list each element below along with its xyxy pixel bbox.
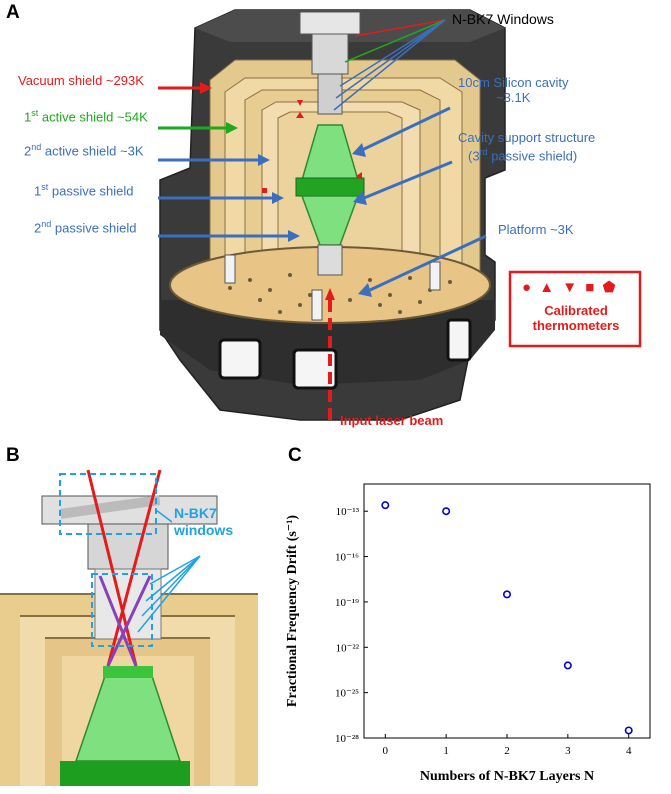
b-leader-3	[145, 555, 201, 602]
x-tick-label: 4	[626, 745, 632, 757]
y-tick-label: 10⁻¹⁹	[335, 597, 359, 609]
leader-window-1	[354, 19, 446, 37]
data-points	[381, 501, 633, 735]
y-tick-label: 10⁻¹³	[336, 506, 360, 518]
label-input-laser-beam: Input laser beam	[340, 413, 444, 428]
base-window-left	[218, 338, 262, 380]
cryostat-cutaway-diagram	[158, 9, 642, 421]
data-point	[381, 501, 390, 510]
label-silicon-cavity: 10cm Silicon cavity ~3.1K	[458, 75, 569, 105]
b-tower-body	[87, 523, 169, 570]
label-active-shield-1: 1st active shield ~54K	[24, 108, 148, 125]
base-window-middle	[292, 348, 338, 390]
label-active-shield-2: 2nd active shield ~3K	[24, 142, 144, 159]
label-passive-shield-2: 2nd passive shield	[34, 219, 137, 236]
b-window-box-top	[59, 473, 157, 535]
base-window-right	[446, 318, 472, 362]
x-axis-label: Numbers of N-BK7 Layers N	[420, 769, 594, 784]
platform-post-front	[311, 289, 323, 321]
b-leader-1	[155, 509, 173, 523]
cavity-bottom-mount	[317, 244, 343, 276]
thermometer-marker-right	[356, 172, 362, 180]
label-nbk7-windows-top: N-BK7 Windows	[452, 11, 554, 27]
arrow-platform	[369, 234, 487, 292]
label-cavity-support: Cavity support structure (3rd passive sh…	[458, 130, 596, 164]
b-beam-purple-2	[106, 575, 152, 667]
window-tower-lower	[317, 73, 343, 115]
label-nbk7-windows-b: N-BK7 windows	[174, 505, 234, 538]
window-tower-neck	[311, 33, 349, 75]
b-leader-2	[149, 555, 201, 585]
x-tick-label: 0	[383, 745, 389, 757]
data-point	[442, 507, 451, 516]
label-thermometer-symbols: ● ▲ ▼ ■ ⬟	[522, 279, 618, 296]
b-beam-purple-1	[98, 575, 138, 667]
y-axis-label: Fractional Frequency Drift (s⁻¹)	[285, 515, 300, 707]
arrow-silicon-cavity	[361, 106, 451, 152]
b-beam-red-2	[106, 469, 162, 667]
platform-holes	[228, 268, 452, 314]
label-platform: Platform ~3K	[498, 222, 574, 237]
x-tick-label: 3	[565, 745, 571, 757]
x-tick-label: 2	[504, 745, 510, 757]
label-vacuum-shield: Vacuum shield ~293K	[18, 73, 144, 88]
platform-post-left	[224, 254, 236, 284]
thermometers-legend-box	[508, 270, 642, 348]
data-point	[624, 726, 633, 735]
y-tick-label: 10⁻²⁵	[335, 688, 359, 700]
leader-window-3	[339, 19, 446, 87]
cavity-support-ring	[295, 177, 365, 197]
label-calibrated-thermometers: Calibrated thermometers	[532, 303, 620, 333]
b-tower-window-plate	[59, 495, 161, 519]
b-beam-red-1	[86, 469, 138, 667]
panel-label-c: C	[288, 445, 302, 466]
y-axis-ticks: 10⁻¹³ 10⁻¹⁶ 10⁻¹⁹ 10⁻²² 10⁻²⁵ 10⁻²⁸	[335, 506, 368, 745]
thermometer-marker-down	[297, 100, 303, 106]
frequency-drift-chart: 10⁻¹³ 10⁻¹⁶ 10⁻¹⁹ 10⁻²² 10⁻²⁵ 10⁻²⁸ 0 1 2 3 4 Fra…	[285, 483, 651, 784]
y-tick-label: 10⁻²²	[336, 642, 360, 654]
data-point	[503, 590, 512, 599]
b-cavity-ring	[60, 761, 190, 786]
x-axis-ticks: 0 1 2 3 4	[383, 734, 632, 757]
leader-window-5	[333, 19, 446, 111]
plot-frame	[363, 483, 651, 739]
b-window-box-lower	[91, 573, 153, 647]
window-detail-diagram	[0, 466, 258, 786]
platform-post-right	[429, 261, 441, 291]
panel-label-b: B	[6, 445, 20, 466]
window-tower-top	[299, 11, 361, 35]
b-leader-5	[137, 555, 201, 633]
b-cavity-top	[103, 666, 153, 678]
thermometer-marker-up	[296, 112, 304, 118]
panel-label-a: A	[6, 2, 20, 23]
thermometer-marker-square	[262, 188, 267, 193]
label-passive-shield-1: 1st passive shield	[34, 182, 134, 199]
x-tick-label: 1	[443, 745, 449, 757]
y-tick-label: 10⁻²⁸	[335, 733, 359, 745]
arrow-support-structure	[363, 160, 453, 200]
laser-beam-arrowhead	[325, 288, 335, 300]
y-tick-label: 10⁻¹⁶	[335, 552, 359, 564]
b-leader-4	[141, 555, 201, 617]
leader-window-4	[335, 19, 446, 99]
data-point	[563, 661, 572, 670]
leader-window-2	[344, 19, 446, 63]
